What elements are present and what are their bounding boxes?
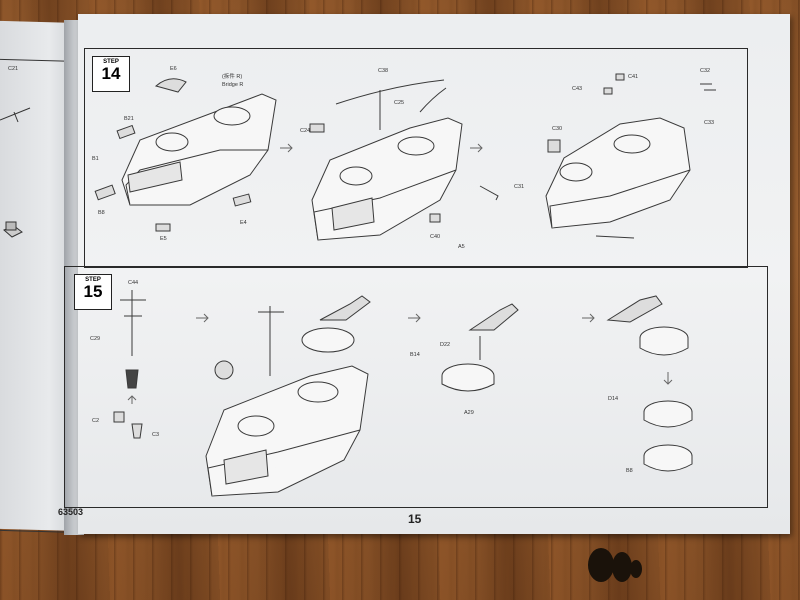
step-note: (拆件 R): [222, 72, 242, 80]
part-label: B1: [92, 156, 99, 162]
part-label: C29: [90, 336, 100, 342]
mast-drawing: [120, 290, 146, 389]
part-label: C40: [430, 234, 440, 240]
part-label: B8: [98, 210, 105, 216]
part-label: C32: [700, 68, 710, 74]
hull-drawing: [121, 93, 277, 206]
part-label: C2: [92, 418, 99, 424]
part-label: C21: [8, 66, 18, 72]
part-label: D22: [440, 342, 450, 348]
step-word: STEP: [103, 59, 119, 65]
part-label: C24: [300, 128, 310, 134]
step-14-panel: [84, 48, 748, 268]
hull-drawing: [205, 365, 369, 497]
part-label: C44: [128, 280, 138, 286]
part-label: E4: [240, 220, 247, 226]
part-label: C3: [152, 432, 159, 438]
step-note: Bridge R: [222, 82, 243, 88]
part-label: B21: [124, 116, 134, 122]
part-label: C43: [572, 86, 582, 92]
part-label: C38: [378, 68, 388, 74]
part-label: B8: [626, 468, 633, 474]
hull-drawing: [545, 117, 691, 229]
dark-stain: [612, 552, 632, 582]
step-15-badge: STEP 15: [74, 274, 112, 310]
part-label: C25: [394, 100, 404, 106]
part-label: D14: [608, 396, 618, 402]
part-label: C41: [628, 74, 638, 80]
part-drawing: [154, 78, 187, 93]
page-number: 15: [408, 512, 422, 526]
part-label: A5: [458, 244, 465, 250]
part-label: C31: [514, 184, 524, 190]
step-number: 14: [101, 64, 121, 83]
part-label: B14: [410, 352, 420, 358]
hull-drawing: [311, 117, 463, 241]
step-number: 15: [83, 282, 103, 301]
step-word: STEP: [85, 277, 101, 283]
part-label: A29: [464, 410, 474, 416]
product-code: 63503: [58, 507, 84, 517]
dark-stain: [588, 548, 614, 582]
dark-stain: [630, 560, 642, 578]
part-label: E6: [170, 66, 177, 72]
step-14-badge: STEP 14: [92, 56, 130, 92]
part-label: E5: [160, 236, 167, 242]
part-label: C30: [552, 126, 562, 132]
step-15-panel: [64, 266, 768, 508]
part-label: C33: [704, 120, 714, 126]
